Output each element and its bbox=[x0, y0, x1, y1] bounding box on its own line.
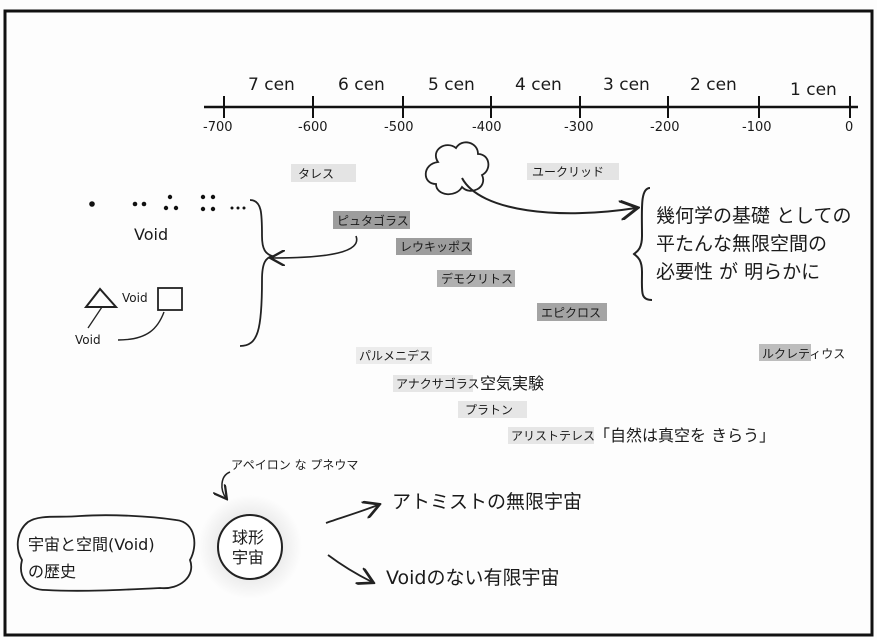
century-label: 4 cen bbox=[515, 75, 562, 95]
tick-label: -600 bbox=[298, 120, 328, 135]
history-label-line1: 宇宙と空間(Void) bbox=[28, 535, 155, 554]
century-label: 2 cen bbox=[690, 75, 737, 95]
dot bbox=[210, 206, 216, 212]
label-lucretius: ルクレティウス bbox=[762, 347, 845, 361]
dot bbox=[230, 206, 234, 210]
timeline-ticks bbox=[223, 96, 851, 118]
dot bbox=[163, 205, 169, 211]
geometry-note-line3: 必要性 が 明らかに bbox=[656, 261, 820, 283]
highlight-box bbox=[396, 238, 472, 255]
dot bbox=[167, 194, 173, 200]
tick-label: -300 bbox=[564, 120, 594, 135]
highlight-box bbox=[537, 303, 607, 321]
sphere-label-line1: 球形 bbox=[232, 528, 264, 547]
label-plato: プラトン bbox=[465, 403, 513, 417]
void-label-bottom: Void bbox=[75, 333, 101, 347]
highlight-box bbox=[393, 375, 473, 392]
square-shape bbox=[157, 287, 183, 311]
finite-label: Voidのない有限宇宙 bbox=[386, 567, 560, 589]
void-curve bbox=[117, 311, 165, 341]
geometry-note-line1: 幾何学の基礎 としての bbox=[656, 205, 851, 227]
highlight-box bbox=[333, 211, 410, 229]
tick-label: -400 bbox=[472, 120, 502, 135]
label-euclid: ユークリッド bbox=[532, 165, 604, 179]
history-label-line2: の歴史 bbox=[28, 562, 76, 581]
dot bbox=[200, 194, 206, 200]
void-brace bbox=[239, 199, 275, 347]
dot bbox=[141, 201, 147, 207]
geometry-brace bbox=[632, 187, 653, 301]
highlight-box bbox=[291, 164, 356, 182]
tick-label: -100 bbox=[742, 120, 772, 135]
void-dots bbox=[89, 194, 246, 212]
label-epicurus: エピクロス bbox=[541, 306, 601, 320]
triangle-shape bbox=[83, 287, 119, 308]
century-label: 1 cen bbox=[790, 80, 837, 100]
apeiron-label: アペイロン な プネウマ bbox=[231, 458, 358, 472]
highlight-box bbox=[527, 163, 619, 180]
highlight-box bbox=[356, 347, 432, 364]
cloud-icon bbox=[424, 141, 490, 196]
atomist-arrow bbox=[325, 505, 378, 524]
void-label-triangle: Void bbox=[122, 291, 148, 305]
history-box bbox=[16, 514, 196, 592]
tick-label: -700 bbox=[203, 120, 233, 135]
dot bbox=[242, 206, 246, 210]
label-pythagoras: ピュタゴラス bbox=[337, 213, 409, 228]
tick-label: -200 bbox=[650, 120, 680, 135]
label-parmenides: パルメニデス bbox=[359, 348, 431, 363]
label-democritus: デモクリトス bbox=[441, 271, 513, 286]
highlight-box bbox=[759, 344, 811, 361]
sphere-cosmos bbox=[217, 514, 283, 580]
century-label: 7 cen bbox=[248, 75, 295, 95]
cloud-arrow bbox=[461, 177, 636, 213]
aristotle-quote: 「自然は真空を きらう」 bbox=[594, 426, 775, 445]
highlight-box bbox=[437, 270, 515, 287]
label-aristotle: アリストテレス bbox=[511, 429, 595, 443]
dot bbox=[173, 205, 179, 211]
century-label: 3 cen bbox=[603, 75, 650, 95]
triangle-leader bbox=[87, 306, 103, 329]
apeiron-arrow bbox=[222, 471, 231, 498]
century-label: 6 cen bbox=[338, 75, 385, 95]
dot bbox=[89, 201, 95, 207]
pythagoras-arrow bbox=[272, 235, 358, 258]
label-anaxagoras: アナクサゴラス bbox=[396, 376, 480, 391]
void-label-dots: Void bbox=[134, 225, 168, 244]
philosopher-labels: タレス ユークリッド ピュタゴラス レウキッポス デモクリトス エピクロス パル… bbox=[291, 163, 845, 445]
dot bbox=[132, 201, 138, 207]
dot bbox=[200, 206, 206, 212]
finite-arrow bbox=[327, 554, 372, 582]
highlight-box bbox=[458, 401, 527, 418]
dot bbox=[210, 194, 216, 200]
geometry-note-line2: 平たんな無限空間の bbox=[656, 233, 827, 255]
sphere-label-line2: 宇宙 bbox=[232, 548, 264, 567]
tick-label: 0 bbox=[845, 120, 853, 135]
highlight-box bbox=[508, 427, 594, 444]
label-leucippus: レウキッポス bbox=[400, 240, 472, 254]
dot bbox=[236, 206, 240, 210]
timeline: 7 cen 6 cen 5 cen 4 cen 3 cen 2 cen 1 ce… bbox=[203, 75, 858, 135]
label-vacuum-experiment: 空気実験 bbox=[480, 374, 544, 393]
atomist-label: アトミストの無限宇宙 bbox=[392, 491, 582, 513]
tick-label: -500 bbox=[384, 120, 414, 135]
century-label: 5 cen bbox=[428, 75, 475, 95]
outer-frame bbox=[3, 9, 874, 637]
label-thales: タレス bbox=[298, 167, 334, 181]
